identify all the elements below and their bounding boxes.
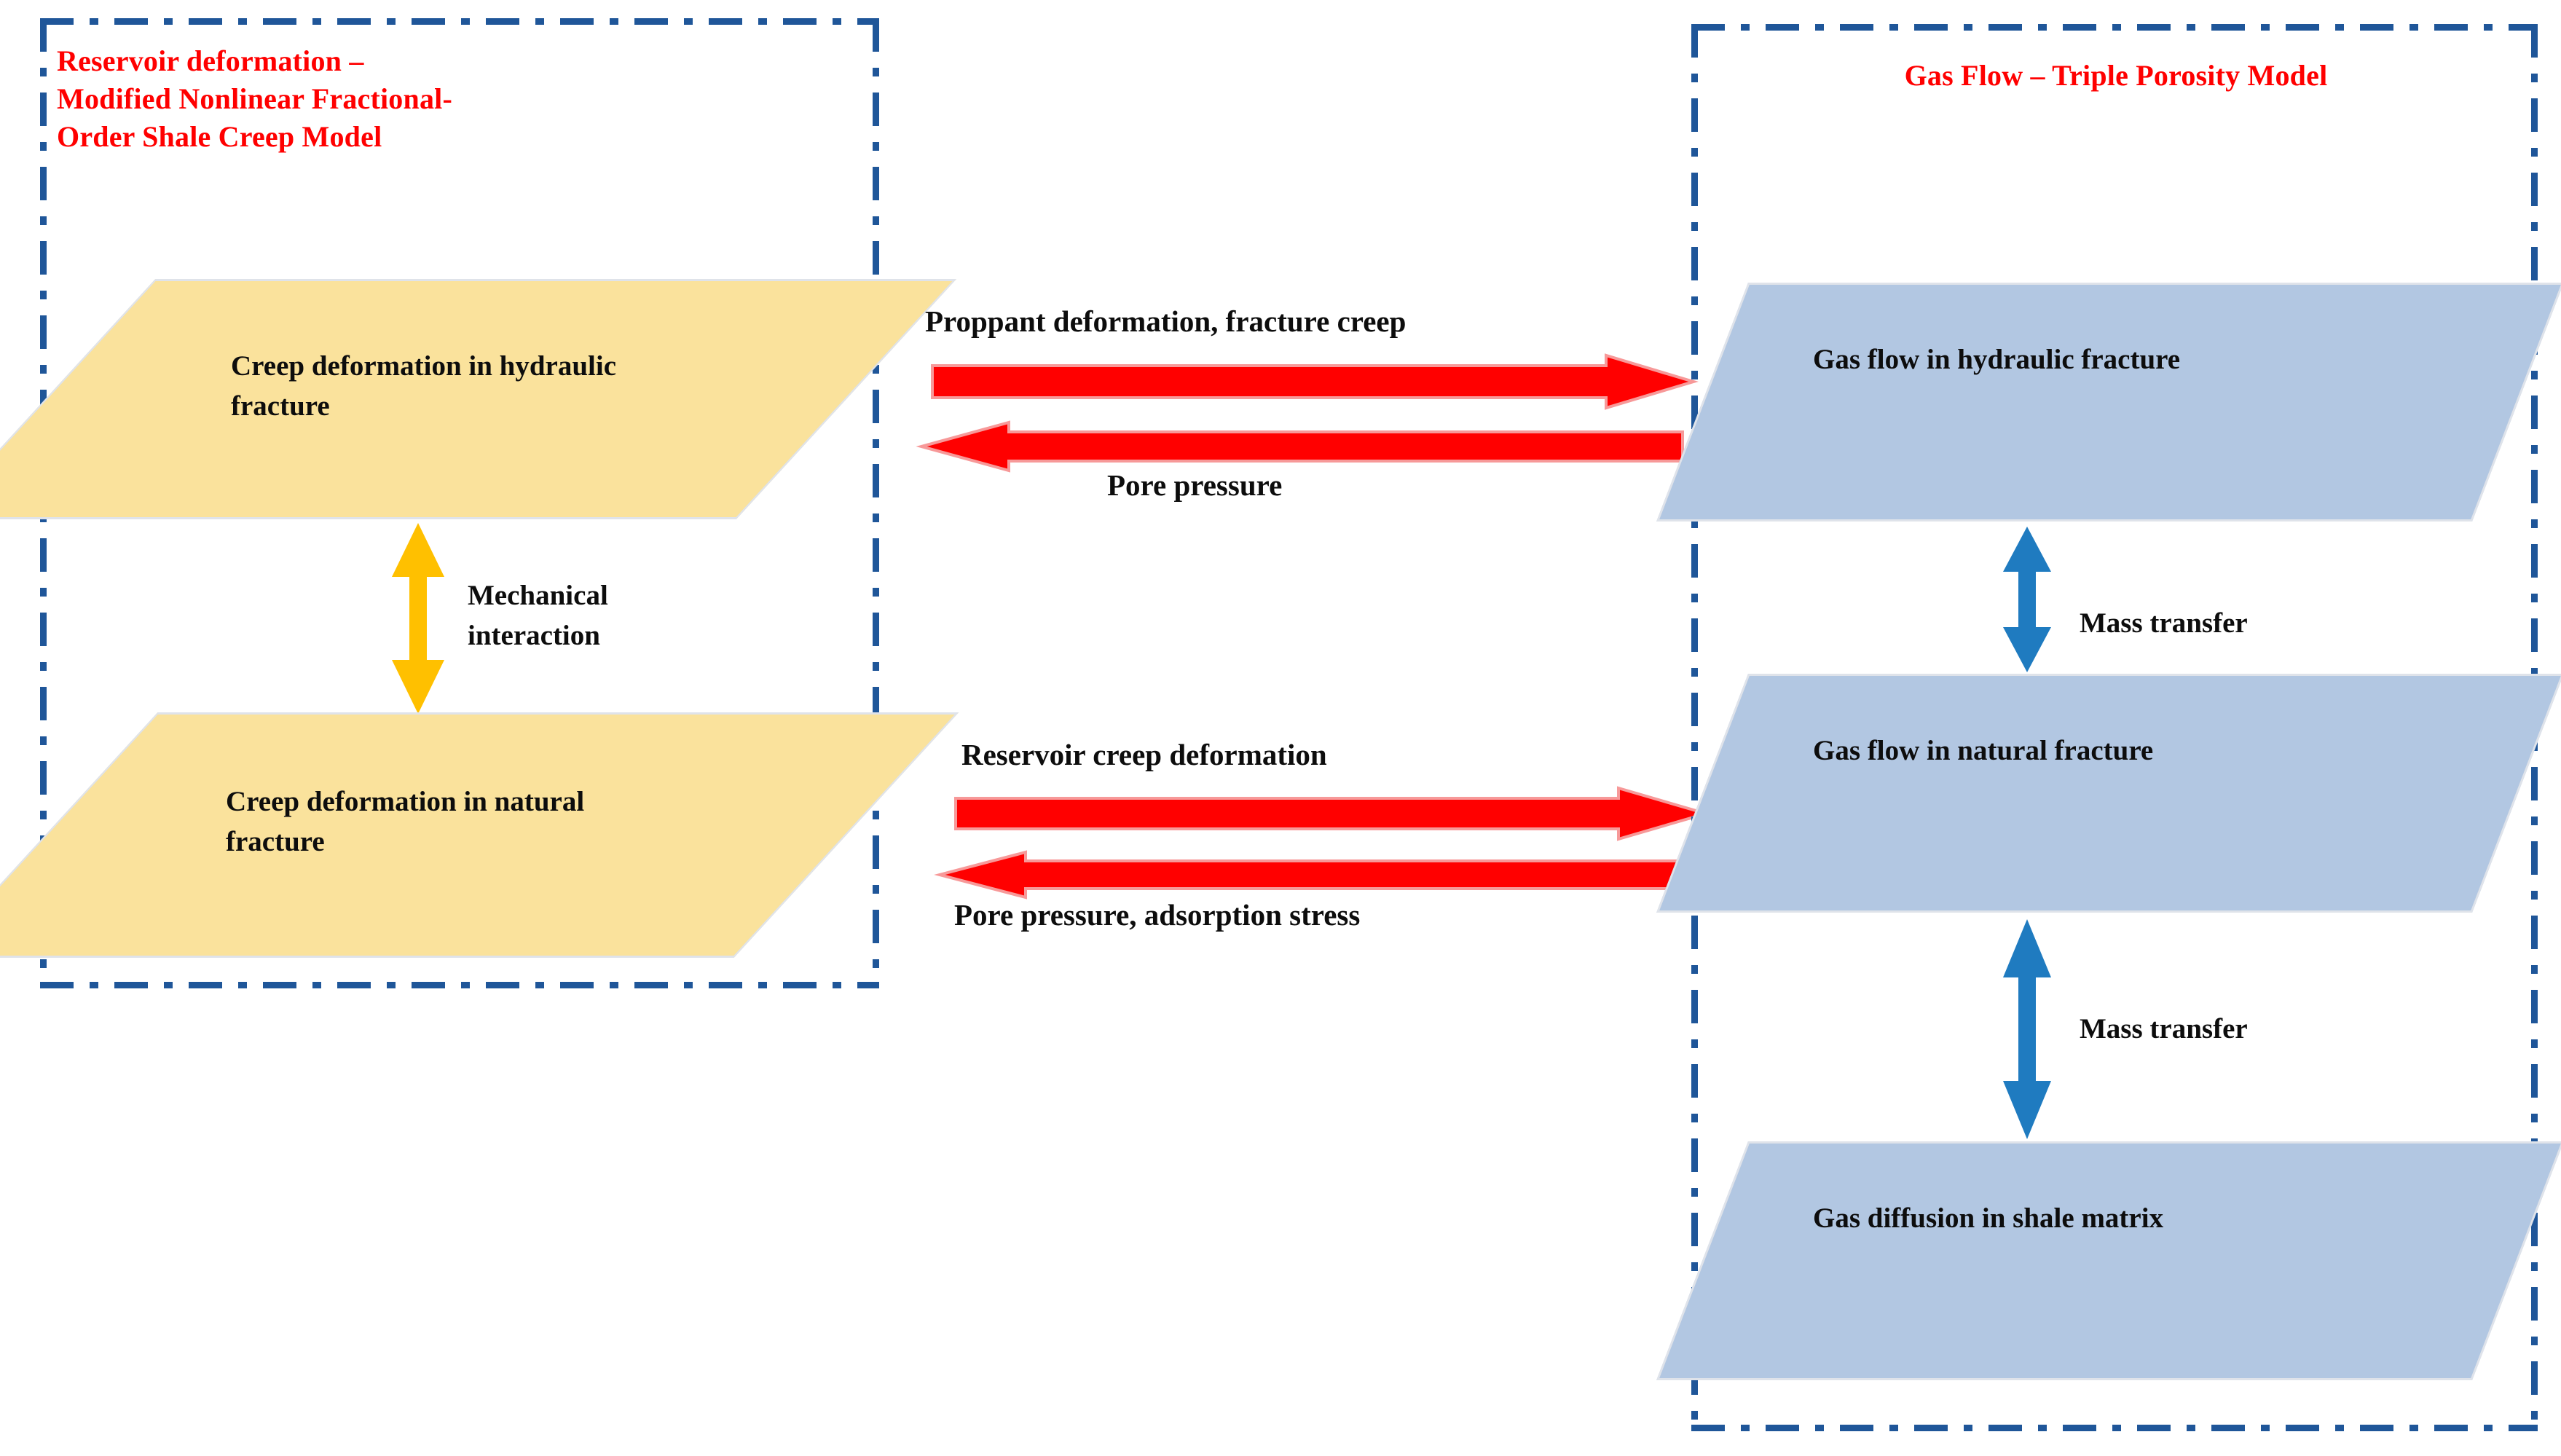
coupling-label-reservoir-creep-deformation: Reservoir creep deformation <box>961 738 1327 771</box>
box-creep-deformation-natural-fracture[interactable]: Creep deformation in natural fracture <box>0 712 959 958</box>
parallelogram-shape-blue <box>1656 1141 2561 1380</box>
box-gas-flow-hydraulic-fracture[interactable]: Gas flow in hydraulic fracture <box>1656 283 2561 522</box>
left-panel-title: Reservoir deformation – Modified Nonline… <box>57 44 452 153</box>
box-label: Gas flow in natural fracture <box>1813 735 2154 766</box>
mass-transfer-double-arrow-icon <box>2003 919 2051 1139</box>
box-label: Gas diffusion in shale matrix <box>1813 1203 2164 1234</box>
arrow-right-proppant-deformation-icon <box>931 353 1699 410</box>
mass-transfer-label-2: Mass transfer <box>2080 1013 2248 1044</box>
box-creep-deformation-hydraulic-fracture[interactable]: Creep deformation in hydraulic fracture <box>0 279 957 519</box>
arrow-left-pore-pressure-icon <box>916 420 1684 473</box>
mechanical-interaction-double-arrow-icon <box>392 523 444 714</box>
right-panel-title: Gas Flow – Triple Porosity Model <box>1904 59 2328 92</box>
box-label: Creep deformation in natural fracture <box>226 786 585 858</box>
parallelogram-shape-blue <box>1656 674 2561 913</box>
mechanical-interaction-label: Mechanical interaction <box>468 580 608 652</box>
arrow-left-pore-pressure-adsorption-stress-icon <box>934 850 1688 900</box>
arrow-right-reservoir-creep-deformation-icon <box>954 786 1712 841</box>
parallelogram-shape-blue <box>1656 283 2561 522</box>
coupling-label-pore-pressure-adsorption-stress: Pore pressure, adsorption stress <box>954 898 1361 932</box>
box-label: Creep deformation in hydraulic fracture <box>231 350 617 422</box>
mass-transfer-double-arrow-icon <box>2003 527 2051 672</box>
coupling-label-pore-pressure: Pore pressure <box>1107 468 1283 502</box>
coupling-label-proppant-deformation: Proppant deformation, fracture creep <box>925 304 1407 338</box>
box-label: Gas flow in hydraulic fracture <box>1813 344 2181 375</box>
box-gas-flow-natural-fracture[interactable]: Gas flow in natural fracture <box>1656 674 2561 913</box>
box-gas-diffusion-shale-matrix[interactable]: Gas diffusion in shale matrix <box>1656 1141 2561 1380</box>
mass-transfer-label-1: Mass transfer <box>2080 607 2248 639</box>
